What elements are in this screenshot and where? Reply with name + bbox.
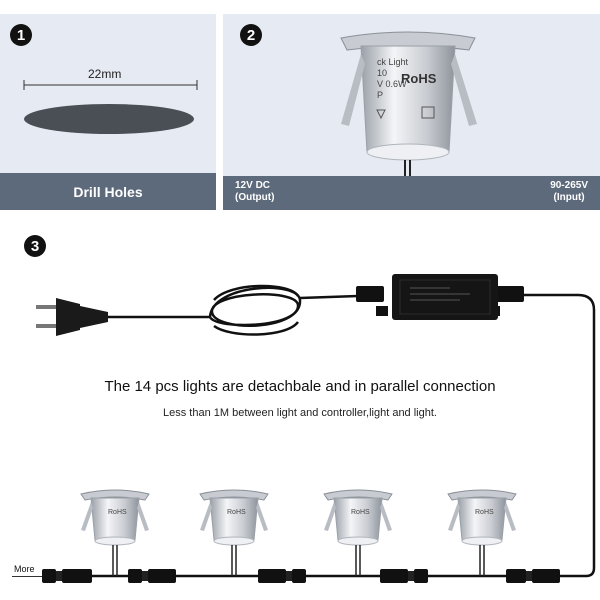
connector-icon	[506, 569, 560, 583]
deck-light-icon: RoHS	[80, 489, 150, 576]
input-label: 90-265V (Input)	[550, 180, 588, 204]
caption-bar: 12V DC (Output) 90-265V (Input)	[223, 176, 600, 210]
connector-icon	[42, 569, 92, 583]
lamp-rohs-label: RoHS	[227, 509, 246, 516]
step-badge-3: 3	[24, 235, 46, 257]
lamp-rohs-label: RoHS	[108, 509, 127, 516]
cable-coil	[208, 284, 302, 336]
panel-deck-light: 2 ck Light 10	[223, 14, 600, 210]
light-label-line: P	[377, 90, 384, 100]
step-badge-2: 2	[240, 24, 262, 46]
headline: The 14 pcs lights are detachbale and in …	[104, 378, 496, 395]
plug-icon	[36, 298, 108, 336]
more-label: More	[14, 564, 35, 574]
deck-light-icon: RoHS	[199, 489, 269, 576]
caption-drill-holes: Drill Holes	[73, 183, 143, 200]
connector-icon	[258, 569, 306, 583]
connector-icon	[380, 569, 428, 583]
step-badge-1: 1	[10, 24, 32, 46]
deck-light-icon: RoHS	[447, 489, 517, 576]
input-label-line2: (Input)	[553, 192, 585, 203]
caption-bar: Drill Holes	[0, 173, 216, 210]
drill-hole-diagram	[23, 80, 198, 134]
connector-icon	[128, 569, 176, 583]
output-label-line2: (Output)	[235, 192, 275, 203]
input-label-line1: 90-265V	[550, 180, 588, 191]
more-underline	[12, 576, 42, 577]
dimension-label: 22mm	[88, 67, 122, 81]
deck-light-icon: RoHS	[323, 489, 393, 576]
output-label-line1: 12V DC	[235, 180, 271, 191]
power-supply-icon	[356, 274, 524, 320]
lamp-rohs-label: RoHS	[475, 509, 494, 516]
subline: Less than 1M between light and controlle…	[163, 407, 437, 419]
drill-hole-ellipse	[24, 104, 194, 134]
rohs-label: RoHS	[401, 71, 437, 86]
panel-drill-holes: 1 22mm Drill Holes	[0, 14, 216, 210]
light-label-line: 10	[377, 68, 388, 78]
light-label: ck Light 10 V 0.6W P	[377, 57, 408, 101]
lamp-rohs-label: RoHS	[351, 509, 370, 516]
light-label-line: V 0.6W	[377, 79, 407, 89]
output-label: 12V DC (Output)	[235, 180, 274, 204]
light-label-line: ck Light	[377, 57, 409, 67]
